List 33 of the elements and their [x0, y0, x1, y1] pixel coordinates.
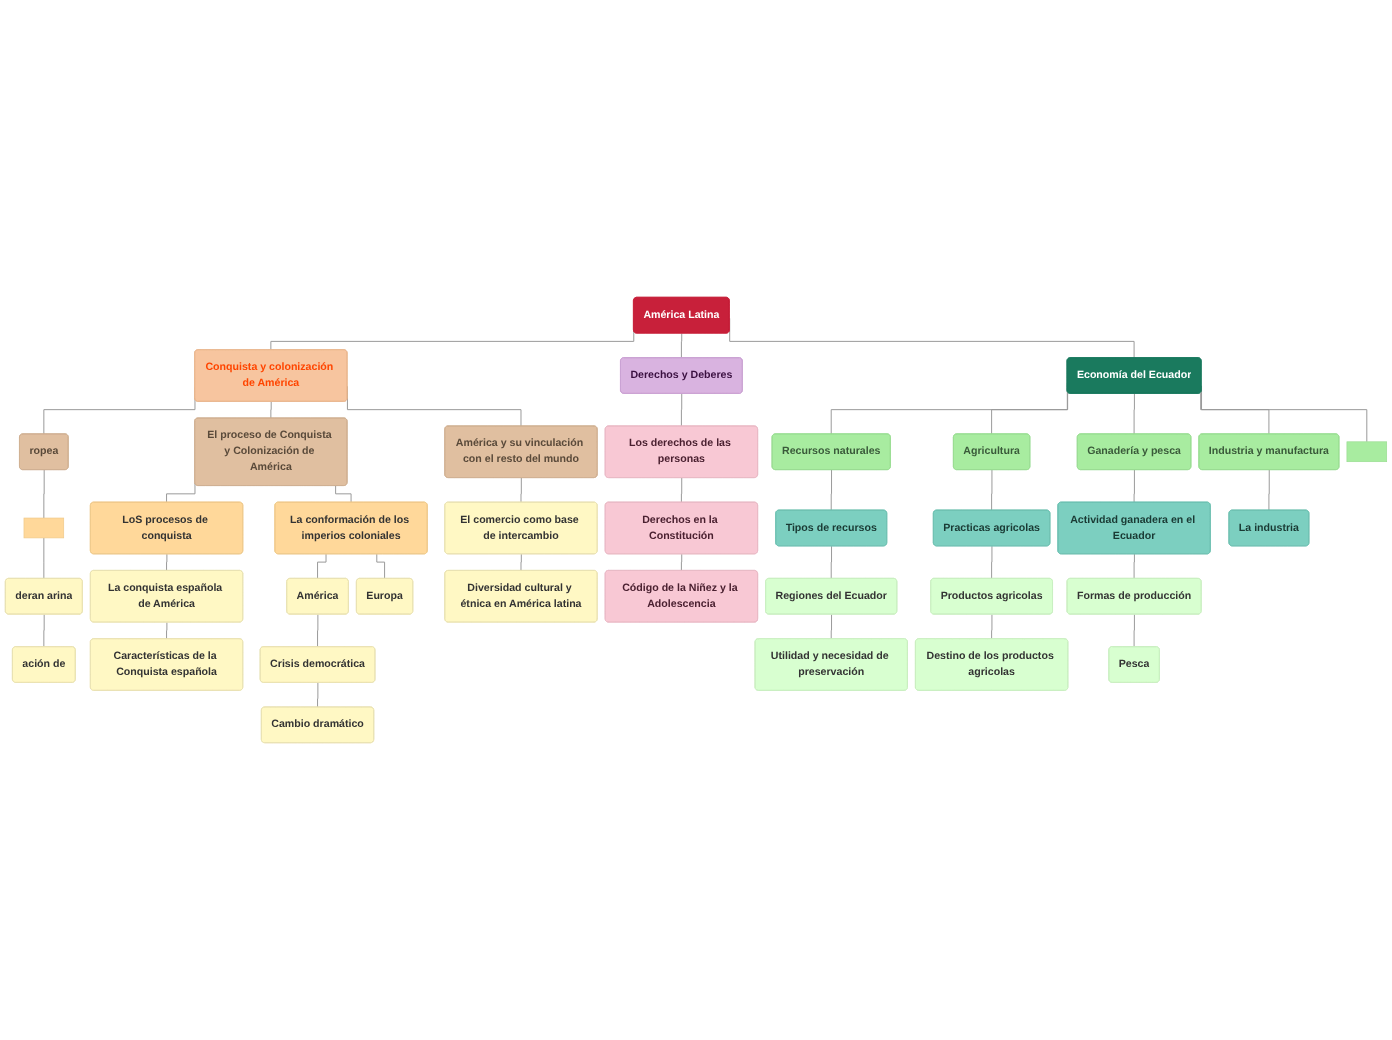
connector	[830, 469, 833, 511]
connector	[376, 553, 386, 580]
connector	[1133, 393, 1135, 435]
connector	[991, 545, 993, 580]
connector	[317, 613, 319, 648]
connector	[520, 553, 522, 572]
connector	[43, 469, 45, 519]
connector	[991, 613, 993, 640]
connector	[991, 469, 993, 511]
connector	[43, 613, 45, 648]
connector	[270, 401, 272, 419]
connector	[166, 553, 168, 572]
node-box	[1346, 441, 1387, 462]
connector	[680, 477, 683, 503]
connector	[166, 482, 196, 503]
connector	[43, 537, 45, 580]
connector	[317, 682, 319, 708]
connector	[166, 621, 168, 640]
connector	[680, 332, 683, 359]
connector	[317, 553, 327, 580]
connector	[680, 553, 683, 572]
connector	[991, 391, 1069, 435]
connector	[680, 393, 683, 427]
node-box	[23, 517, 65, 539]
connector	[1133, 553, 1135, 580]
connector	[1133, 469, 1135, 503]
connector	[830, 545, 833, 580]
connector	[1268, 469, 1270, 511]
connector	[335, 485, 352, 503]
connector	[830, 613, 833, 640]
connector	[1133, 613, 1135, 648]
connector	[520, 477, 522, 503]
connector	[1200, 392, 1270, 435]
